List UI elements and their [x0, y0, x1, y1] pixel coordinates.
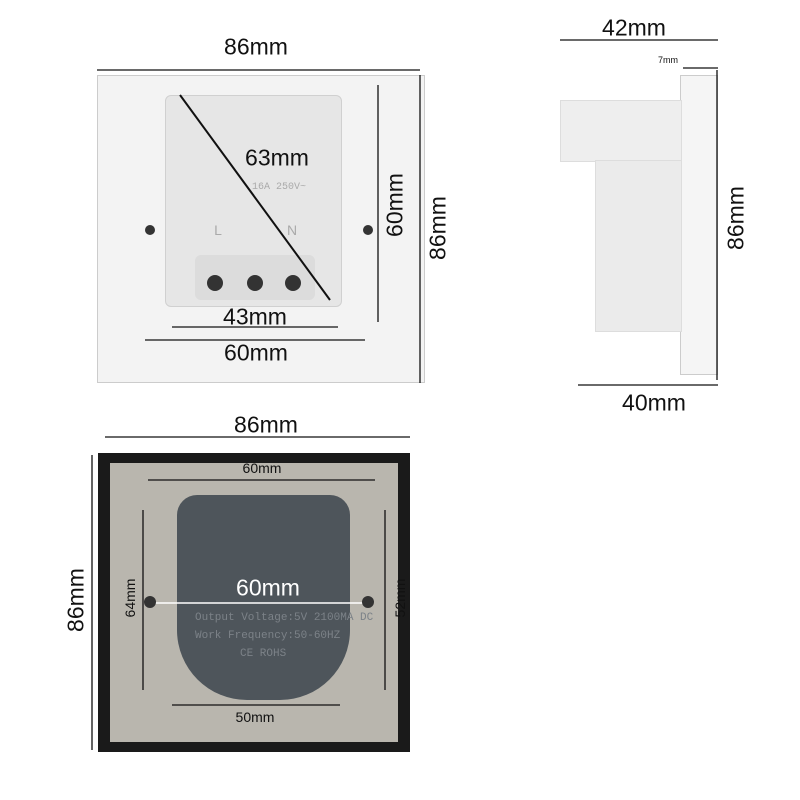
back-mount-width-label: 60mm: [224, 339, 288, 366]
usb-width-label: 86mm: [234, 411, 298, 438]
side-view-body: [560, 100, 682, 162]
usb-mount-width-label: 60mm: [242, 460, 282, 476]
side-view-body-lower: [595, 160, 682, 332]
back-height-label: 86mm: [424, 196, 451, 260]
print-line: CE ROHS: [240, 648, 287, 660]
back-inner-height-label: 60mm: [381, 173, 408, 237]
dim-line: [179, 94, 331, 301]
mount-hole: [362, 596, 374, 608]
print-line: Work Frequency:50-60HZ: [195, 630, 341, 642]
usb-module-body: [177, 495, 350, 700]
side-view-plate: [680, 75, 718, 375]
back-diagonal-label: 63mm: [245, 144, 309, 171]
side-height-label: 86mm: [722, 186, 749, 250]
terminal-screw: [207, 275, 223, 291]
side-body-depth-label: 40mm: [622, 389, 686, 416]
usb-height-label: 86mm: [62, 568, 89, 632]
terminal-screw: [285, 275, 301, 291]
mount-hole: [144, 596, 156, 608]
mount-hole: [145, 225, 155, 235]
terminal-n: N: [286, 222, 298, 238]
side-plate-label: 7mm: [658, 55, 678, 65]
mount-hole: [363, 225, 373, 235]
usb-hole-spacing-label: 60mm: [236, 574, 300, 601]
side-depth-label: 42mm: [602, 14, 666, 41]
print-line: Output Voltage:5V 2100MA DC: [195, 612, 374, 624]
usb-side-height-label: 52mm: [392, 578, 408, 618]
terminal-screw: [247, 275, 263, 291]
back-width-label: 86mm: [224, 33, 288, 60]
rating-print: 16A 250V~: [252, 182, 307, 193]
usb-bottom-width-label: 50mm: [235, 709, 275, 725]
terminal-l: L: [214, 222, 222, 238]
back-terminal-width-label: 43mm: [223, 303, 287, 330]
usb-module-height-label: 64mm: [122, 578, 138, 618]
